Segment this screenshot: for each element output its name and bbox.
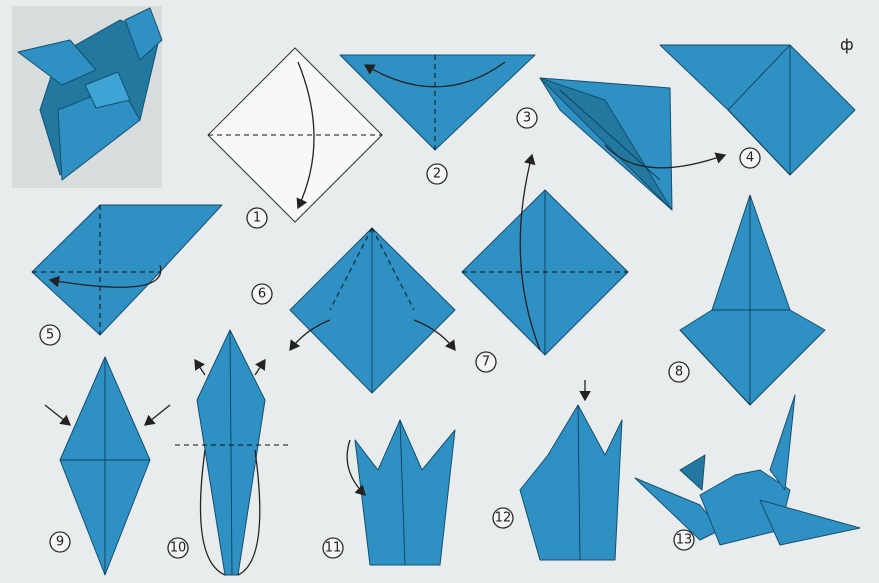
- step-11-diagram: 11: [323, 420, 455, 565]
- step-number: 8: [675, 365, 683, 380]
- step-number: 10: [170, 541, 187, 556]
- step-number: 9: [56, 535, 64, 550]
- step-number: 5: [46, 328, 54, 343]
- step-number: 7: [482, 355, 490, 370]
- step-7-diagram: 7: [462, 155, 628, 372]
- step-8-diagram: 8: [669, 195, 825, 405]
- finished-crane-photo: [12, 6, 162, 188]
- step-number: 11: [325, 541, 342, 556]
- step-1-diagram: 1: [208, 48, 382, 228]
- step-number: 13: [676, 533, 693, 548]
- step-10-diagram: 10: [168, 330, 290, 575]
- step-number: 12: [495, 511, 512, 526]
- step-6-diagram: 6: [252, 228, 455, 393]
- step-9-diagram: 9: [45, 357, 170, 575]
- step-2-diagram: 2: [340, 55, 535, 184]
- step-13-diagram: 13: [635, 395, 860, 550]
- step-3-diagram: 3: [517, 78, 725, 210]
- step-4-diagram: ф 4: [660, 35, 855, 175]
- step-5-diagram: 5: [32, 205, 222, 345]
- step-number: 1: [253, 211, 261, 226]
- step-12-diagram: 12: [493, 380, 622, 560]
- step-number: 4: [746, 151, 754, 166]
- step-number: 3: [523, 111, 531, 126]
- corner-symbol: ф: [840, 35, 854, 54]
- step-number: 2: [433, 167, 441, 182]
- step-number: 6: [258, 287, 266, 302]
